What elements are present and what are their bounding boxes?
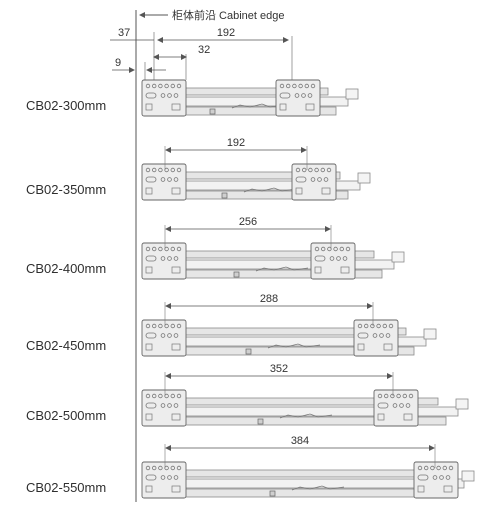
slide-end-cap (423, 328, 437, 340)
slide-stopper (221, 192, 228, 199)
model-label: CB02-550mm (26, 480, 106, 495)
front-bracket (141, 79, 187, 117)
front-bracket (141, 163, 187, 201)
slide-mechanism (279, 413, 333, 419)
slide-stopper (269, 490, 276, 497)
slide-mechanism (291, 485, 345, 491)
front-bracket (141, 242, 187, 280)
row-dimension-label: 352 (270, 363, 288, 375)
header-dimensions: 柜体前沿 Cabinet edge 37 192 32 9 (110, 8, 293, 80)
slide-mechanism (267, 343, 321, 349)
rear-bracket (373, 389, 419, 427)
front-bracket (141, 389, 187, 427)
dim-192-label: 192 (217, 27, 235, 39)
slide-end-cap (461, 470, 475, 482)
front-bracket (141, 461, 187, 499)
slide-rail-lower (181, 488, 453, 498)
dim-9-label: 9 (115, 57, 121, 69)
slide-model-row: CB02-300mm (26, 79, 359, 117)
slide-end-cap (357, 172, 371, 184)
rear-bracket (275, 79, 321, 117)
model-label: CB02-500mm (26, 408, 106, 423)
model-label: CB02-450mm (26, 338, 106, 353)
rear-bracket (413, 461, 459, 499)
models-layer: CB02-300mm192CB02-350mm256CB02-400mm288C… (26, 79, 475, 499)
row-dimension-label: 384 (291, 435, 309, 447)
rear-bracket (310, 242, 356, 280)
model-label: CB02-350mm (26, 182, 106, 197)
slide-rail-upper (181, 469, 445, 478)
slide-end-cap (391, 251, 405, 263)
dim-32-label: 32 (198, 44, 210, 56)
model-label: CB02-400mm (26, 261, 106, 276)
slide-mechanism (255, 266, 309, 272)
row-dimension-label: 288 (260, 293, 278, 305)
slide-end-cap (345, 88, 359, 100)
model-label: CB02-300mm (26, 98, 106, 113)
slide-mechanism (243, 187, 297, 193)
row-dimension-label: 256 (239, 216, 257, 228)
slide-mechanism (231, 103, 285, 109)
slide-rail-middle (181, 96, 349, 107)
slide-stopper (209, 108, 216, 115)
slide-stopper (245, 348, 252, 355)
dim-37-label: 37 (118, 27, 130, 39)
slide-end-cap (455, 398, 469, 410)
front-bracket (141, 319, 187, 357)
slide-stopper (257, 418, 264, 425)
rear-bracket (291, 163, 337, 201)
slide-stopper (233, 271, 240, 278)
row-dimension-label: 192 (227, 137, 245, 149)
cabinet-edge-label: 柜体前沿 Cabinet edge (172, 8, 285, 22)
rear-bracket (353, 319, 399, 357)
